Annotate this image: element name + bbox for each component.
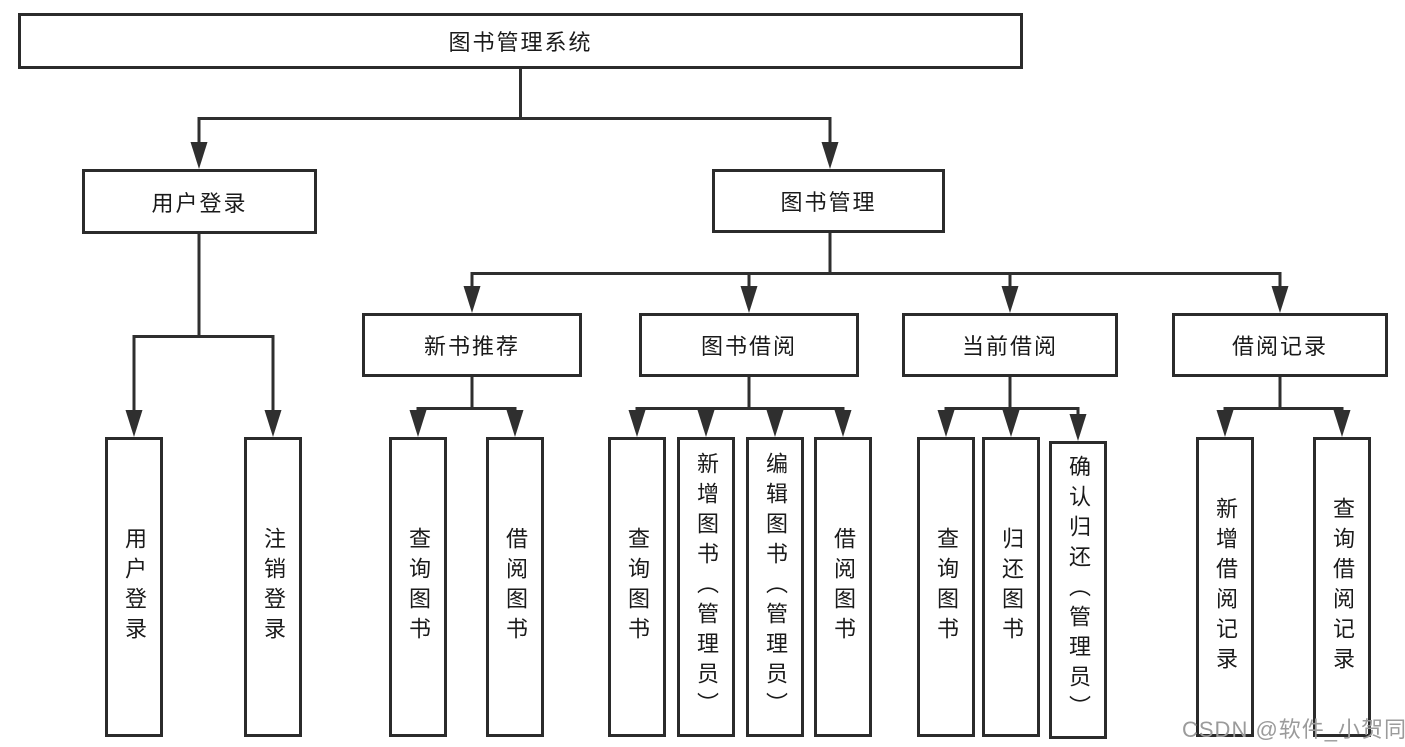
node-label: 用户登录 [151,190,248,216]
leaf-label: 用户登录 [122,527,147,647]
leaf-confirm-return-admin: 确认归还（管理员） [1049,441,1107,739]
node-label: 借阅记录 [1231,334,1328,359]
connector-book-borrow-to-leaves [635,375,845,419]
node-book-borrowing: 图书借阅 [639,313,859,377]
leaf-return-book: 归还图书 [982,437,1040,737]
connector-user-login-to-leaves [132,232,275,419]
node-label: 图书管理系统 [448,30,593,55]
leaf-add-book-admin: 新增图书（管理员） [677,437,735,737]
node-label: 新书推荐 [423,334,520,359]
connector-book-management-to-level3 [470,231,1282,295]
leaf-logout: 注销登录 [244,437,302,737]
csdn-watermark: CSDN @软件_小贺同学 [1182,717,1405,742]
leaf-label: 归还图书 [999,527,1024,647]
leaf-query-book-borrow: 查询图书 [608,437,666,737]
node-label: 图书借阅 [700,334,797,359]
leaf-label: 查询图书 [625,527,650,647]
leaf-query-borrow-record: 查询借阅记录 [1313,437,1371,737]
leaf-borrow-book-recommend: 借阅图书 [486,437,544,737]
leaf-label: 编辑图书（管理员） [763,452,788,722]
node-label: 当前借阅 [961,334,1058,359]
leaf-label: 查询图书 [934,527,959,647]
leaf-label: 查询借阅记录 [1330,497,1355,677]
leaf-label: 新增借阅记录 [1213,497,1238,677]
leaf-label: 查询图书 [406,527,431,647]
leaf-borrow-book: 借阅图书 [814,437,872,737]
node-new-book-recommendation: 新书推荐 [362,313,582,377]
node-current-borrowing: 当前借阅 [902,313,1118,377]
connector-root-to-level2 [197,67,832,151]
leaf-label: 借阅图书 [831,527,856,647]
node-borrowing-records: 借阅记录 [1172,313,1388,377]
node-library-management-system: 图书管理系统 [18,13,1023,69]
leaf-query-book-current: 查询图书 [917,437,975,737]
connector-borrow-records-to-leaves [1223,375,1344,419]
node-user-login: 用户登录 [82,169,317,234]
leaf-query-book-recommend: 查询图书 [389,437,447,737]
leaf-label: 注销登录 [261,527,286,647]
node-label: 图书管理 [780,190,877,215]
leaf-user-login: 用户登录 [105,437,163,737]
leaf-label: 确认归还（管理员） [1066,455,1091,725]
leaf-add-borrow-record: 新增借阅记录 [1196,437,1254,737]
leaf-edit-book-admin: 编辑图书（管理员） [746,437,804,737]
leaf-label: 借阅图书 [503,527,528,647]
connector-new-book-to-leaves [416,375,517,419]
leaf-label: 新增图书（管理员） [694,452,719,722]
node-book-management: 图书管理 [712,169,945,233]
